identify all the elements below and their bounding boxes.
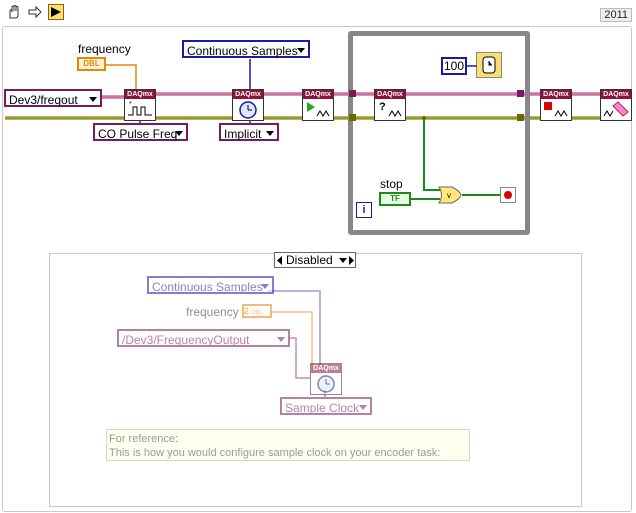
chevron-down-icon xyxy=(339,258,347,263)
chevron-down-icon xyxy=(89,97,97,102)
reference-comment: For reference: This is how you would con… xyxy=(106,429,470,461)
continuous-samples-text: Continuous Samples xyxy=(187,44,298,58)
eraser-icon xyxy=(603,101,629,117)
frequency-label: frequency xyxy=(78,42,131,56)
daqmx-stop-vi[interactable]: DAQmx xyxy=(540,89,572,121)
vi-header: DAQmx xyxy=(311,364,341,373)
loop-condition-terminal[interactable] xyxy=(500,187,516,203)
or-function-icon[interactable]: v xyxy=(438,186,462,204)
comment-line-2: This is how you would configure sample c… xyxy=(109,447,441,459)
shift-register-left xyxy=(349,90,356,97)
chevron-down-icon xyxy=(277,337,285,342)
wait-wire xyxy=(467,65,477,67)
wait-ms-node[interactable] xyxy=(476,52,502,78)
shift-register-right xyxy=(517,90,524,97)
daqmx-timing-vi[interactable]: DAQmx xyxy=(232,89,264,121)
chevron-down-icon xyxy=(261,284,269,289)
disabled-frequency-value: 2 xyxy=(244,306,250,316)
question-icon: ? xyxy=(379,101,402,117)
disabled-sample-clock-text: Sample Clock xyxy=(285,401,360,415)
svg-text:*: * xyxy=(129,101,132,108)
vi-header: DAQmx xyxy=(233,90,263,99)
disabled-device-path-text: /Dev3/FrequencyOutput xyxy=(122,333,250,347)
disabled-continuous-samples-ring[interactable]: Continuous Samples xyxy=(147,276,274,294)
disabled-frequency-label: frequency xyxy=(186,305,239,319)
disabled-device-path-control[interactable]: /Dev3/FrequencyOutput xyxy=(117,329,290,347)
left-arrow-icon[interactable] xyxy=(277,256,283,265)
right-arrow-icon[interactable] xyxy=(349,256,355,265)
iteration-terminal: i xyxy=(356,202,372,218)
vi-header: DAQmx xyxy=(375,90,405,99)
daqmx-start-vi[interactable]: DAQmx xyxy=(302,89,334,121)
device-path-control[interactable]: Dev3/freqout xyxy=(4,89,102,107)
comment-line-1: For reference: xyxy=(109,433,179,445)
disabled-frequency-type: DBL xyxy=(251,310,263,316)
disabled-sample-clock-ring[interactable]: Sample Clock xyxy=(280,397,372,415)
vi-header: DAQmx xyxy=(125,90,155,99)
stop-label: stop xyxy=(380,177,403,191)
device-path-text: Dev3/freqout xyxy=(9,93,78,107)
svg-text:?: ? xyxy=(379,101,386,113)
chevron-down-icon xyxy=(359,405,367,410)
svg-text:v: v xyxy=(447,191,451,200)
co-pulse-freq-ring[interactable]: CO Pulse Freq xyxy=(93,123,188,141)
implicit-ring[interactable]: Implicit xyxy=(219,123,279,141)
vi-header: DAQmx xyxy=(541,90,571,99)
continuous-samples-ring[interactable]: Continuous Samples xyxy=(182,40,310,58)
daqmx-is-task-done-vi[interactable]: DAQmx ? xyxy=(374,89,406,121)
chevron-down-icon xyxy=(175,131,183,136)
disabled-selector[interactable]: Disabled xyxy=(274,252,356,268)
clock-icon xyxy=(239,101,257,119)
vi-header: DAQmx xyxy=(601,90,631,99)
disabled-selector-text: Disabled xyxy=(286,253,333,267)
disabled-continuous-samples-text: Continuous Samples xyxy=(152,280,263,294)
arrow-icon[interactable] xyxy=(27,4,43,20)
hand-icon[interactable] xyxy=(6,4,22,20)
run-icon[interactable] xyxy=(48,4,64,20)
watch-icon xyxy=(482,56,496,74)
chevron-down-icon xyxy=(297,48,305,53)
stop-circle-icon xyxy=(504,191,512,199)
stop-square-icon xyxy=(544,102,568,117)
stop-control[interactable]: TF xyxy=(379,192,411,206)
pulse-icon: * xyxy=(128,101,152,116)
implicit-text: Implicit xyxy=(224,127,262,141)
co-pulse-freq-text: CO Pulse Freq xyxy=(98,127,178,141)
version-label: 2011 xyxy=(600,8,632,22)
tunnel-right xyxy=(517,114,524,121)
chevron-down-icon xyxy=(266,131,274,136)
tunnel-left xyxy=(349,114,356,121)
frequency-control[interactable]: DBL xyxy=(77,57,106,71)
while-loop[interactable] xyxy=(348,31,530,235)
daqmx-create-channel-vi[interactable]: DAQmx * xyxy=(124,89,156,121)
vi-header: DAQmx xyxy=(303,90,333,99)
clock-icon xyxy=(317,375,335,393)
wait-ms-constant[interactable]: 100 xyxy=(441,57,467,75)
disabled-daqmx-timing-vi[interactable]: DAQmx xyxy=(310,363,342,395)
daqmx-clear-vi[interactable]: DAQmx xyxy=(600,89,632,121)
play-icon xyxy=(307,102,330,117)
